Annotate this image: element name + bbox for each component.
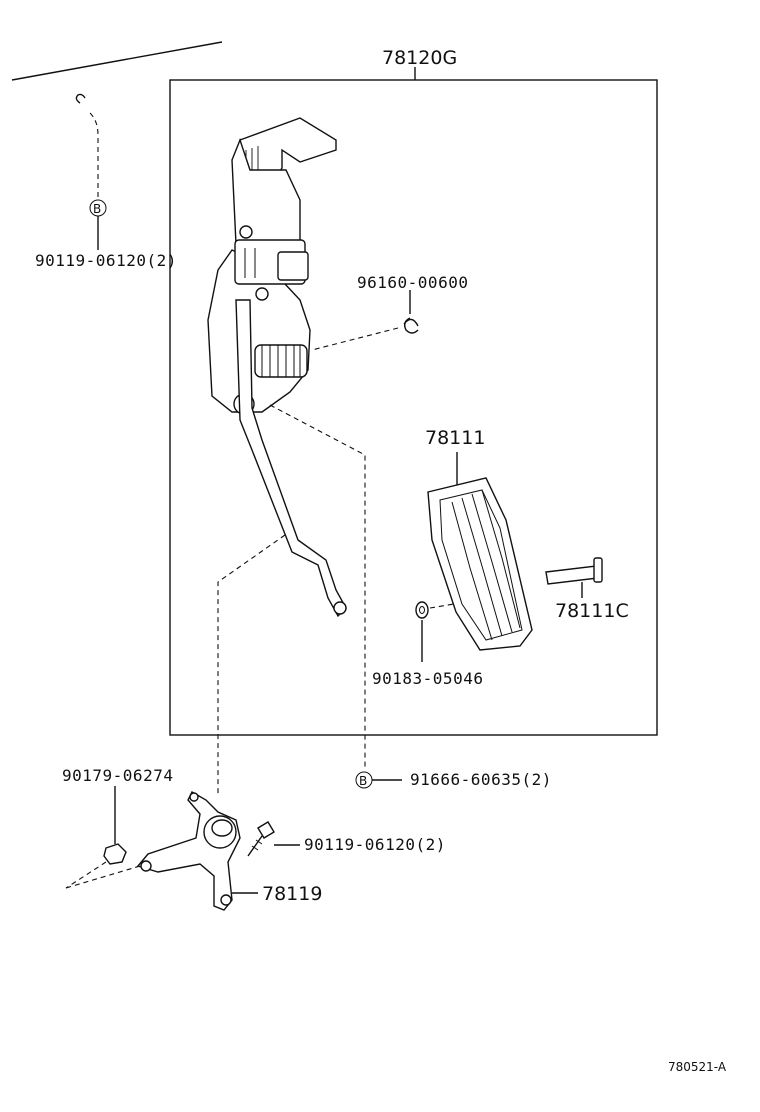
- washer-part: 90183-05046: [372, 601, 483, 688]
- nut-b: B 91666-60635(2): [355, 770, 552, 789]
- nut-part: 90179-06274: [62, 766, 173, 889]
- pad-label: 78111: [425, 427, 485, 449]
- bolt-bottom: 90119-06120(2): [247, 821, 446, 857]
- ref-b-bottom: B: [359, 774, 367, 788]
- nut-b-label: 91666-60635(2): [410, 770, 552, 789]
- pad-pin: 78111C: [545, 557, 629, 622]
- pedal-pad: 78111: [425, 427, 533, 651]
- clip-part: 96160-00600: [311, 273, 468, 351]
- dash-to-nut: [269, 404, 366, 770]
- floor-line: [11, 41, 223, 81]
- bolt-bottom-label: 90119-06120(2): [304, 835, 446, 854]
- dash-to-bracket: [217, 534, 286, 795]
- pedal-arm: [235, 299, 347, 618]
- bracket-part: 78119: [136, 791, 322, 911]
- diagram-code: 780521-A: [668, 1060, 727, 1074]
- clip-label: 96160-00600: [357, 273, 468, 292]
- washer-label: 90183-05046: [372, 669, 483, 688]
- assembly-label: 78120G: [382, 47, 457, 69]
- assembly-frame: [169, 79, 658, 736]
- ref-b-top: B: [93, 202, 101, 216]
- pedal-housing: [207, 117, 337, 415]
- nut-label: 90179-06274: [62, 766, 173, 785]
- bolt-top-left: B 90119-06120(2): [35, 93, 177, 270]
- pad-pin-label: 78111C: [555, 600, 629, 622]
- bolt-top-label: 90119-06120(2): [35, 251, 177, 270]
- bracket-label: 78119: [262, 883, 322, 905]
